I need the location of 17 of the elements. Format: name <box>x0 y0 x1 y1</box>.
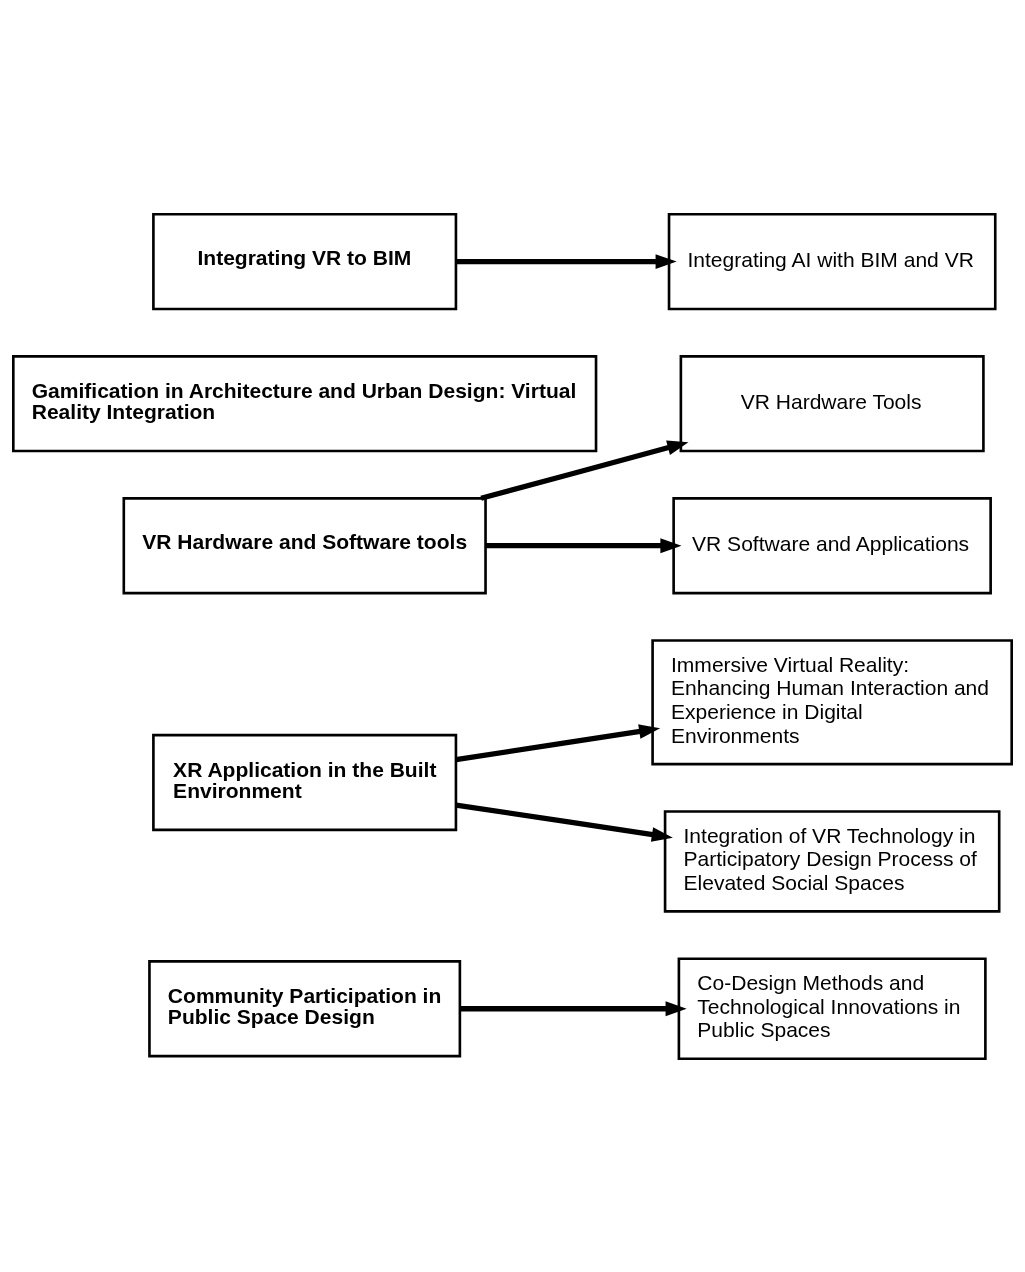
node-box: Integrating VR to BIM <box>152 212 458 310</box>
node-box: Co-Design Methods and Technological Innovations in Public Spaces <box>677 956 987 1060</box>
node-box: XR Application in the Built Environment <box>152 733 458 831</box>
node-box: VR Hardware Tools <box>679 354 985 452</box>
node-box: Integration of VR Technology in Participatory Design Process of Elevated Social Spaces <box>663 809 1001 913</box>
node-box: Gamification in Architecture and Urban Design: Virtual Reality Integration <box>12 354 598 452</box>
arrow <box>459 1000 687 1016</box>
node-box: VR Software and Applications <box>672 496 992 594</box>
node-box: Immersive Virtual Reality: Enhancing Human Interaction and Experience in Digital Environments <box>651 638 1013 765</box>
node-box: Community Participation in Public Space Design <box>148 959 462 1057</box>
arrow <box>456 253 677 269</box>
arrow <box>480 440 689 501</box>
node-box: VR Hardware and Software tools <box>122 496 487 594</box>
arrow <box>485 537 682 553</box>
node-box: Integrating AI with BIM and VR <box>667 212 997 310</box>
arrow <box>455 801 673 842</box>
arrow <box>455 723 661 762</box>
